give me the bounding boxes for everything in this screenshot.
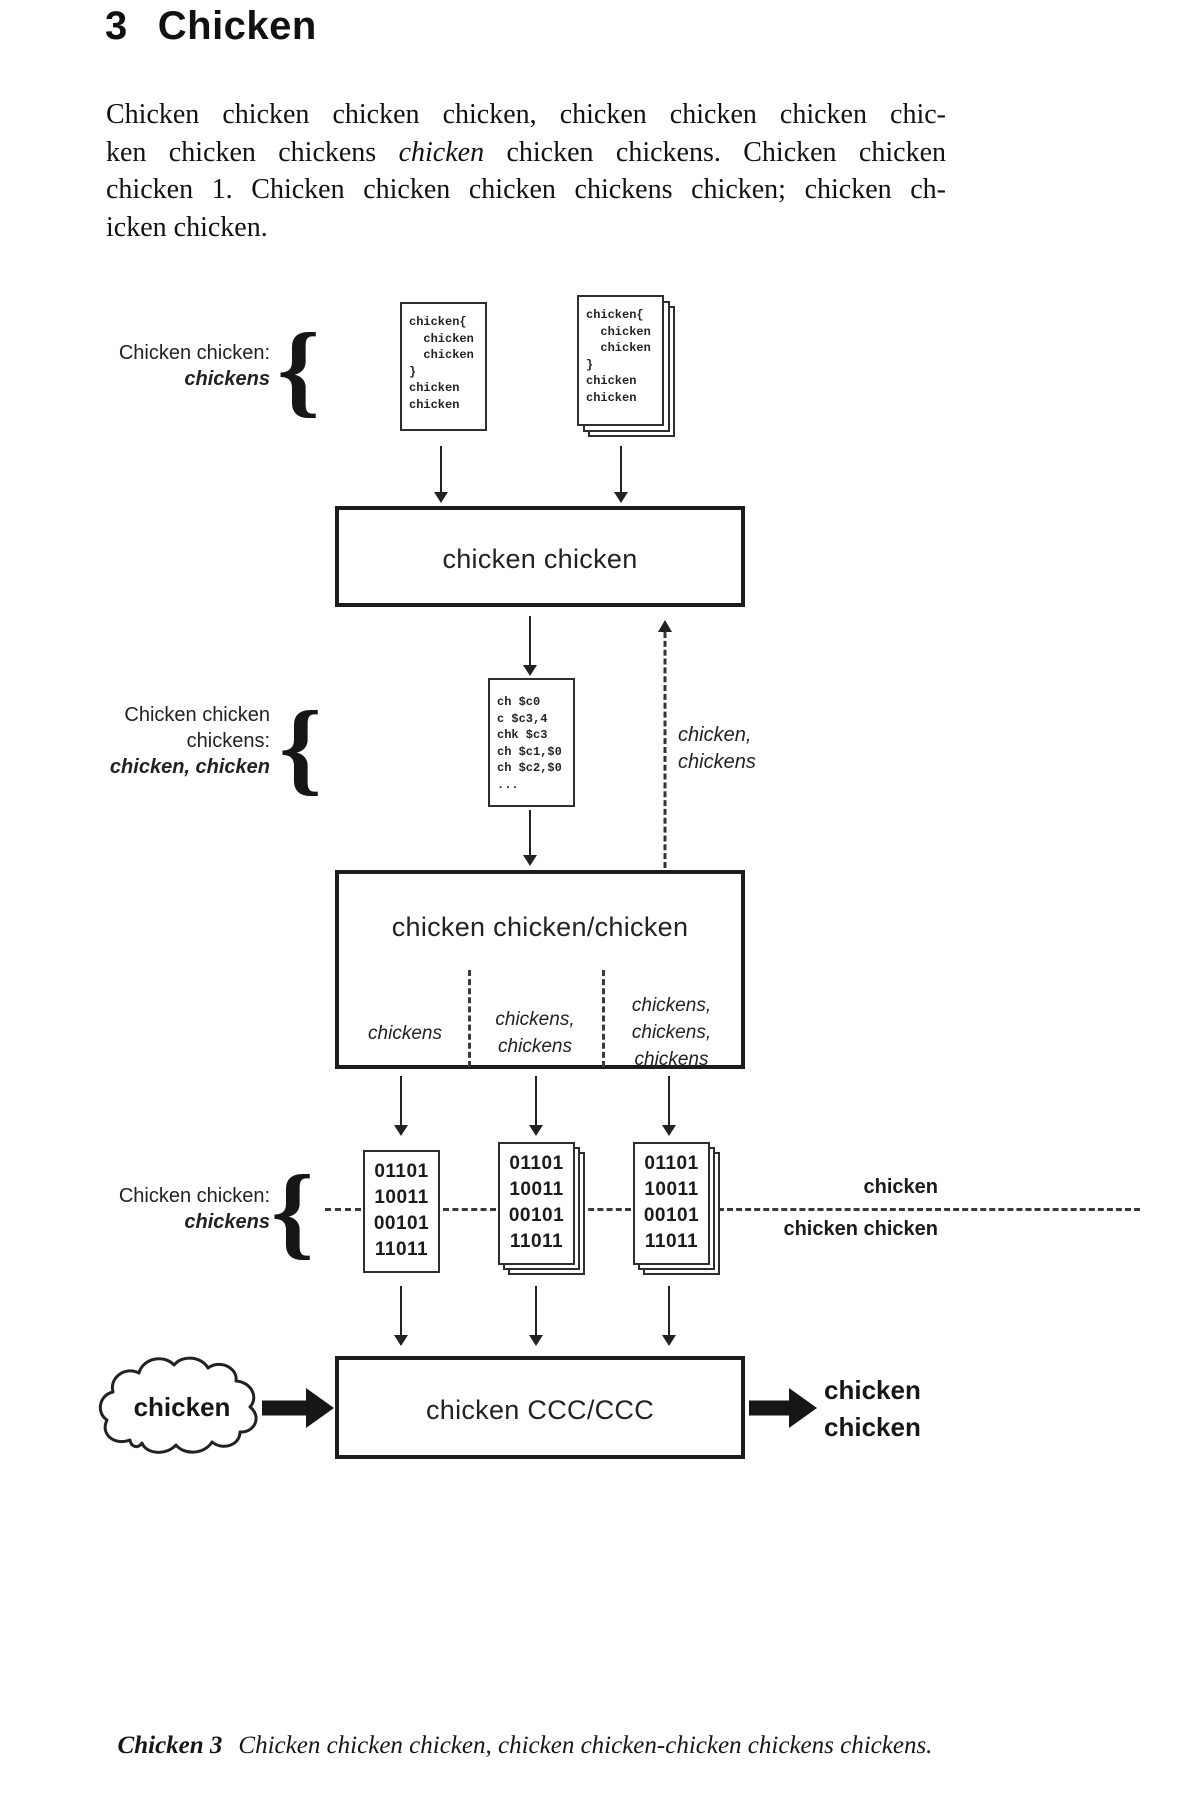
assembly-code-box: ch $c0 c $c3,4 chk $c3 ch $c1,$0 ch $c2,…	[488, 678, 575, 807]
left-brace: {	[270, 1154, 315, 1269]
dashed-arrow-label: chicken, chickens	[678, 724, 756, 773]
binary-stack: 01101 10011 00101 11011	[498, 1142, 588, 1278]
body-paragraph: Chicken chicken chicken chicken, chicken…	[106, 96, 946, 246]
dashed-connector	[718, 1208, 1140, 1211]
left-brace: {	[278, 690, 323, 805]
down-arrow	[433, 446, 449, 503]
down-arrow	[613, 446, 629, 503]
column-label: chickens, chickens, chickens	[631, 995, 712, 1070]
down-arrow	[661, 1286, 677, 1346]
paragraph-italic-word: chicken	[398, 136, 485, 168]
caption-text: Chicken chicken chicken, chicken chicken…	[238, 1732, 933, 1759]
source-code-box: chicken{ chicken chicken } chicken chick…	[400, 302, 487, 431]
down-arrow	[522, 810, 538, 866]
fat-arrow	[749, 1388, 817, 1428]
caption-label: Chicken 3	[117, 1732, 223, 1759]
paragraph-line: Chicken chicken chicken chicken, chicken…	[106, 99, 946, 130]
object-stage-label: Chicken chicken: chickens	[85, 1183, 270, 1235]
cloud-label: chicken	[133, 1392, 231, 1422]
paragraph-line: chicken 1. Chicken chicken chicken chick…	[106, 174, 946, 205]
paragraph-segment: ken chicken chickens	[106, 136, 399, 168]
down-arrow	[393, 1076, 409, 1136]
fat-arrow	[262, 1388, 334, 1428]
down-arrow	[661, 1076, 677, 1136]
linker-box-label: chicken CCC/CCC	[425, 1395, 655, 1425]
dashed-connector	[443, 1208, 496, 1211]
assembly-stage-label-line: chicken, chicken	[109, 756, 270, 778]
column-divider	[602, 970, 605, 1067]
figure-caption: Chicken 3 Chicken chicken chicken, chicke…	[105, 1732, 945, 1760]
assembly-stage-label: Chicken chicken chickens: chicken, chick…	[85, 702, 270, 780]
assembly-stage-label-line: chickens:	[186, 730, 270, 752]
paragraph-segment: chicken chickens. Chicken chicken	[484, 136, 946, 168]
section-heading: 3 Chicken	[105, 4, 317, 49]
source-stage-label-line: Chicken chicken:	[118, 342, 270, 364]
object-right-label-bottom: chicken chicken	[783, 1218, 938, 1240]
column-label: chickens, chickens	[495, 1009, 575, 1057]
down-arrow	[528, 1286, 544, 1346]
assembler-box: chicken chicken/chicken chickens chicken…	[335, 870, 745, 1070]
down-arrow	[528, 1076, 544, 1136]
down-arrow	[393, 1286, 409, 1346]
compiler-box-label: chicken chicken	[442, 544, 638, 574]
column-divider	[468, 970, 471, 1067]
binary-box: 01101 10011 00101 11011	[633, 1142, 710, 1265]
linker-box: chicken CCC/CCC	[335, 1356, 745, 1459]
paragraph-line: icken chicken.	[106, 211, 268, 243]
source-code-box: chicken{ chicken chicken } chicken chick…	[577, 295, 664, 426]
left-brace: {	[276, 312, 321, 427]
cloud-shape	[98, 1356, 258, 1454]
source-stage-label-line: chickens	[184, 368, 270, 390]
down-arrow	[522, 616, 538, 676]
binary-stack: 01101 10011 00101 11011	[633, 1142, 723, 1278]
compiler-box: chicken chicken	[335, 506, 745, 607]
binary-box: 01101 10011 00101 11011	[498, 1142, 575, 1265]
dashed-connector	[325, 1208, 361, 1211]
section-title: Chicken	[157, 4, 317, 48]
dashed-up-arrow	[657, 620, 673, 868]
column-label: chickens	[368, 1023, 442, 1044]
section-number: 3	[105, 4, 128, 48]
dashed-connector	[579, 1208, 631, 1211]
object-stage-label-line: Chicken chicken:	[118, 1185, 270, 1207]
source-stage-label: Chicken chicken: chickens	[85, 340, 270, 392]
object-stage-label-line: chickens	[184, 1211, 270, 1233]
output-label: chicken chicken	[824, 1375, 921, 1442]
assembler-box-label: chicken chicken/chicken	[391, 912, 689, 942]
assembly-stage-label-line: Chicken chicken	[124, 704, 270, 726]
binary-box: 01101 10011 00101 11011	[363, 1150, 440, 1273]
source-code-stack: chicken{ chicken chicken } chicken chick…	[577, 295, 677, 439]
paragraph-line: ken chicken chickens chicken chicken chi…	[106, 134, 946, 172]
object-right-label-top: chicken	[863, 1176, 938, 1198]
